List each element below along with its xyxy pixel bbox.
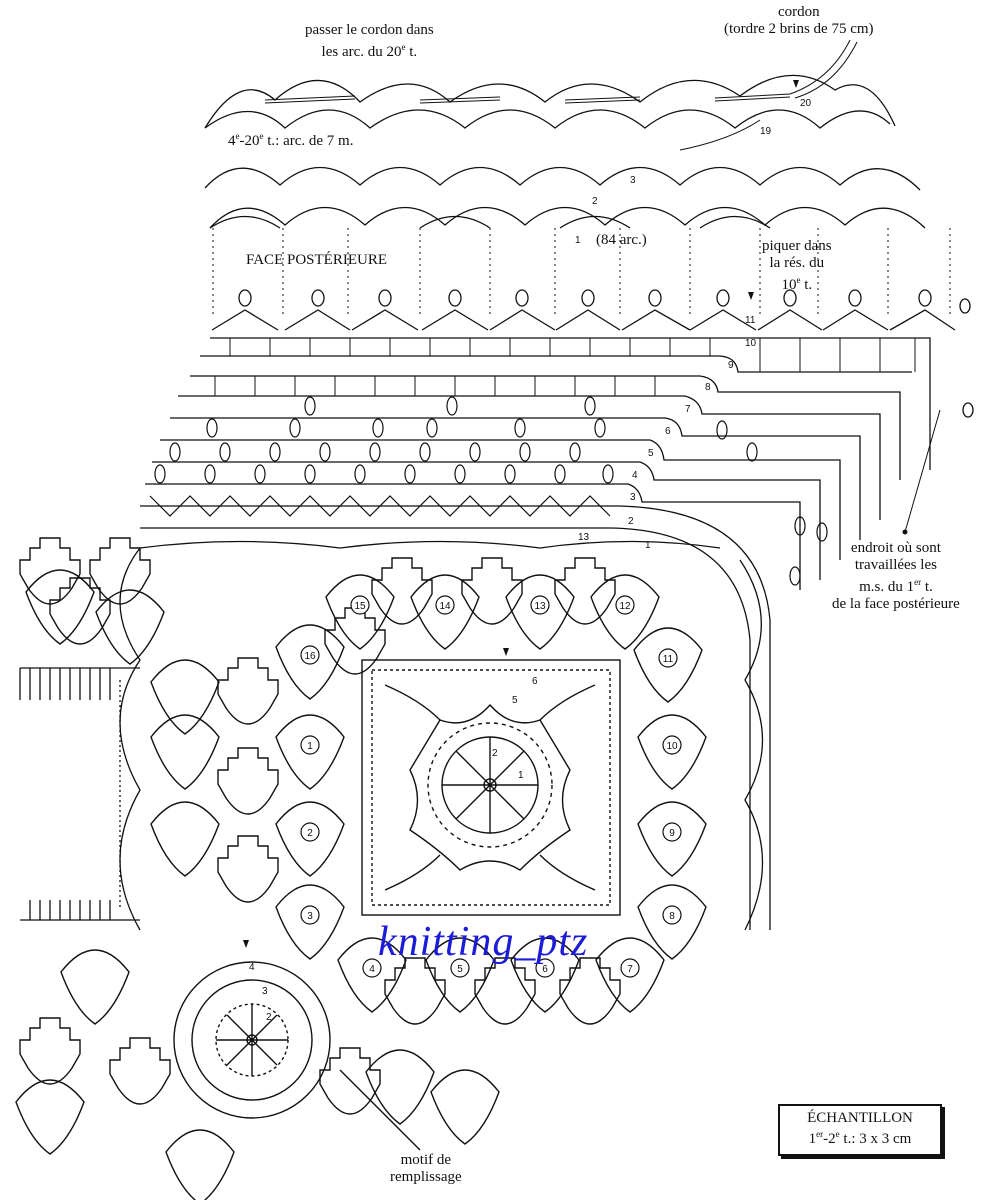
insert-instruction: piquer dans la rés. du 10e t. — [762, 238, 832, 294]
motif-number-15: 15 — [354, 601, 366, 612]
cord-note: cordon (tordre 2 brins de 75 cm) — [724, 4, 874, 38]
motif-number-13: 13 — [534, 601, 546, 612]
step-leaves — [19, 537, 621, 1115]
cord-title: cordon — [777, 4, 820, 20]
fill-motif-label: motif de remplissage — [390, 1152, 462, 1186]
motif-number-7: 7 — [627, 964, 633, 975]
cord-instruction-line2: les arc. du 20e t. — [321, 42, 418, 60]
square-round-5: 5 — [512, 695, 518, 706]
motif-number-10: 10 — [666, 741, 678, 752]
motif-number-16: 16 — [304, 651, 316, 662]
square-round-2: 2 — [492, 748, 498, 759]
square-round-1: 1 — [518, 770, 524, 781]
motif-number-12: 12 — [619, 601, 631, 612]
back-row-10: 10 — [745, 338, 757, 349]
back-face-rows — [140, 337, 931, 930]
edge-round-2: 2 — [628, 516, 634, 527]
square-round-6: 6 — [532, 676, 538, 687]
fill-motif-line2: remplissage — [390, 1169, 462, 1185]
stitch-ticks — [214, 338, 916, 396]
center-square-motif — [361, 659, 621, 916]
back-row-5: 5 — [648, 448, 654, 459]
fill-motif — [173, 961, 421, 1151]
watermark: knitting_ptz — [378, 919, 589, 965]
back-row-11: 11 — [745, 315, 756, 326]
motif-number-9: 9 — [669, 828, 675, 839]
back-row-3: 3 — [630, 492, 636, 503]
back-row-7: 7 — [685, 404, 691, 415]
fill-motif-line1: motif de — [400, 1152, 452, 1168]
insert-line2: la rés. du — [769, 255, 825, 271]
location-line2: travaillées les — [854, 557, 937, 573]
location-line1: endroit où sont — [850, 540, 941, 556]
motif-number-11: 11 — [663, 654, 674, 665]
round-number-20: 20 — [800, 98, 812, 109]
cord-strands — [264, 39, 858, 151]
back-row-9: 9 — [728, 360, 734, 371]
back-row-6: 6 — [665, 426, 671, 437]
cord-instruction-line1: passer le cordon dans — [305, 22, 434, 38]
location-pointer — [902, 409, 941, 535]
dotted-guides — [212, 228, 951, 318]
location-line3: m.s. du 1er t. — [859, 577, 933, 595]
motif-number-3: 3 — [307, 911, 313, 922]
motif-number-4: 4 — [369, 964, 375, 975]
sample-box: ÉCHANTILLON 1er-2e t.: 3 x 3 cm — [778, 1104, 942, 1156]
motif-number-badges — [300, 595, 682, 978]
motif-number-2: 2 — [307, 828, 313, 839]
top-arc-band — [204, 74, 896, 129]
back-row-8: 8 — [705, 382, 711, 393]
back-face-title: FACE POSTÉRIEURE — [246, 252, 387, 268]
start-arrows — [243, 80, 799, 948]
round-number-19: 19 — [760, 126, 772, 137]
fill-round-3: 3 — [262, 986, 268, 997]
location-note: endroit où sont travaillées les m.s. du … — [832, 540, 960, 613]
row-clusters — [149, 396, 828, 586]
fill-round-4: 4 — [249, 962, 255, 973]
sample-detail: 1er-2e t.: 3 x 3 cm — [808, 1129, 912, 1147]
motif-number-8: 8 — [669, 911, 675, 922]
insert-line3: 10e t. — [781, 275, 813, 293]
upper-arc-rows — [204, 166, 926, 229]
arc-count: (84 arc.) — [596, 232, 647, 248]
motif-number-6: 6 — [542, 964, 548, 975]
picot-row — [211, 289, 974, 418]
back-row-4: 4 — [632, 470, 638, 481]
location-line4: de la face postérieure — [832, 596, 960, 612]
arcs-rows-label: 4e-20e t.: arc. de 7 m. — [228, 131, 354, 149]
insert-line1: piquer dans — [762, 238, 832, 254]
motif-number-1: 1 — [307, 741, 313, 752]
back-row-13: 13 — [578, 532, 590, 543]
motif-ring-outline — [19, 540, 764, 931]
sample-title: ÉCHANTILLON — [807, 1110, 913, 1126]
round-number-3: 3 — [630, 175, 636, 186]
motif-number-5: 5 — [457, 964, 463, 975]
round-number-1: 1 — [575, 235, 581, 246]
fill-round-2: 2 — [266, 1012, 272, 1023]
motif-number-14: 14 — [439, 601, 451, 612]
cord-instruction: passer le cordon dans les arc. du 20e t. — [305, 22, 434, 61]
edge-round-1: 1 — [645, 540, 651, 551]
round-number-2: 2 — [592, 196, 598, 207]
cord-detail: (tordre 2 brins de 75 cm) — [724, 21, 874, 37]
